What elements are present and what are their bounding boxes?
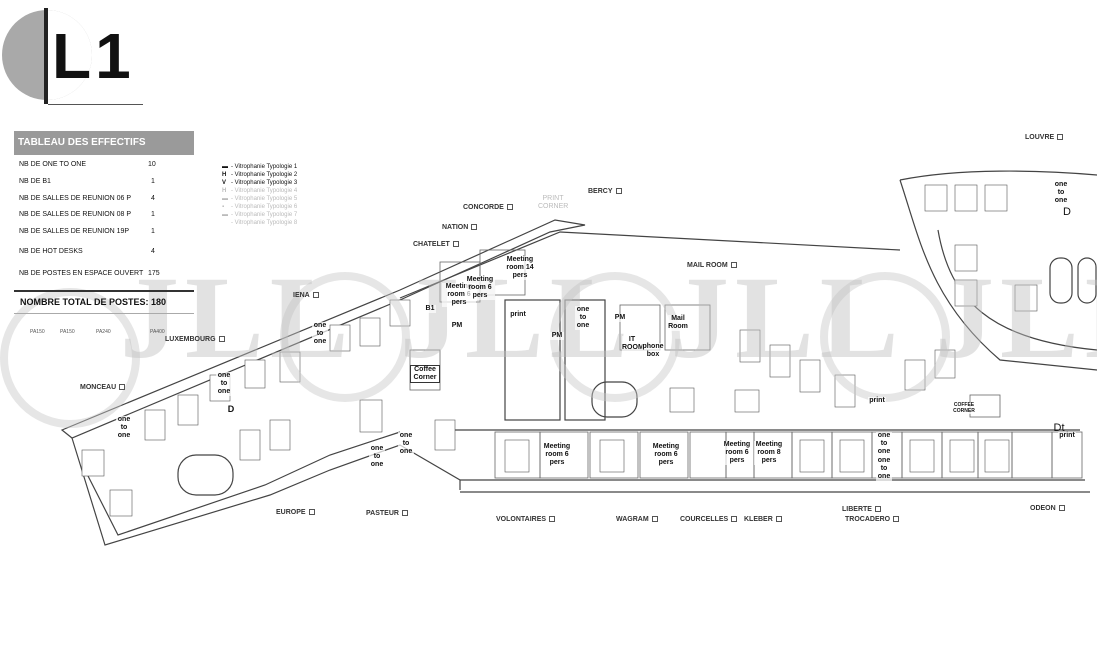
logo-bar bbox=[44, 8, 48, 104]
place-monceau: MONCEAU bbox=[80, 384, 126, 391]
room-d: D bbox=[1063, 206, 1071, 218]
place-chatelet: CHATELET bbox=[413, 241, 459, 248]
room-mail: Mail Room bbox=[668, 315, 688, 331]
section-code: PA150 bbox=[30, 329, 45, 335]
legend-item: H- Vitrophanie Typologie 2 bbox=[222, 172, 298, 178]
place-courcelles: COURCELLES bbox=[680, 516, 738, 523]
watermark-ring-2 bbox=[280, 272, 410, 402]
lift-right-1 bbox=[1049, 257, 1073, 304]
room-pm-2: PM bbox=[550, 332, 564, 340]
place-luxembourg: LUXEMBOURG bbox=[165, 336, 225, 343]
room-print-far-right: print bbox=[1058, 432, 1076, 440]
tableau-row-label: NB DE SALLES DE REUNION 08 P bbox=[19, 211, 132, 218]
room-pm-3: PM bbox=[613, 314, 627, 322]
tableau-row-label: NB DE HOT DESKS bbox=[19, 248, 83, 255]
legend-item: ▬- Vitrophanie Typologie 5 bbox=[222, 196, 298, 202]
section-code: PA400 bbox=[150, 329, 165, 335]
right-wing-inner-curve bbox=[899, 179, 1097, 371]
left-wing-inner-wall bbox=[84, 431, 401, 536]
logo-underline bbox=[48, 104, 143, 105]
place-trocadero: TROCADERO bbox=[845, 516, 900, 523]
tableau-row-value: 4 bbox=[151, 248, 155, 255]
total-posts: NOMBRE TOTAL DE POSTES: 180 bbox=[14, 290, 194, 314]
place-liberte: LIBERTE bbox=[842, 506, 881, 513]
room-one-to-one: one to one bbox=[876, 457, 892, 481]
place-odeon: ODEON bbox=[1030, 505, 1065, 512]
place-iena: IENA bbox=[293, 292, 319, 299]
right-wing-outer-curve bbox=[899, 170, 1097, 181]
legend-item: ▬- Vitrophanie Typologie 1 bbox=[222, 164, 298, 170]
place-volontaires: VOLONTAIRES bbox=[496, 516, 556, 523]
legend-item: V- Vitrophanie Typologie 3 bbox=[222, 180, 298, 186]
legend-item: ▪- Vitrophanie Typologie 6 bbox=[222, 204, 298, 210]
room-it: IT ROOM bbox=[622, 336, 644, 352]
room-meeting-14: Meeting room 14 pers bbox=[503, 256, 537, 280]
room-b1: B1 bbox=[424, 305, 436, 313]
tableau-row-value: 1 bbox=[151, 211, 155, 218]
tableau-row-value: 10 bbox=[148, 161, 156, 168]
room-one-to-one: one to one bbox=[312, 322, 328, 346]
place-concorde: CONCORDE bbox=[463, 204, 513, 211]
place-europe: EUROPE bbox=[276, 509, 315, 516]
place-mail-room: MAIL ROOM bbox=[687, 262, 737, 269]
place-pasteur: PASTEUR bbox=[366, 510, 408, 517]
place-print-corner: PRINT CORNER bbox=[538, 195, 569, 210]
central-spine-top bbox=[399, 231, 901, 299]
place-louvre: LOUVRE bbox=[1025, 134, 1064, 141]
tableau-header: TABLEAU DES EFFECTIFS bbox=[14, 131, 194, 155]
place-wagram: WAGRAM bbox=[616, 516, 658, 523]
room-meeting-wagram: Meeting room 6 pers bbox=[652, 443, 680, 467]
tableau-row-value: 1 bbox=[151, 228, 155, 235]
room-meeting-courcelles: Meeting room 6 pers bbox=[723, 441, 751, 465]
watermark-ring-1 bbox=[0, 288, 140, 428]
floor-level-title: L1 bbox=[52, 20, 135, 92]
tableau-row-label: NB DE POSTES EN ESPACE OUVERT bbox=[19, 270, 144, 277]
room-coffee-corner: Coffee Corner bbox=[410, 365, 440, 383]
legend-item: ▬- Vitrophanie Typologie 7 bbox=[222, 212, 298, 218]
place-bercy: BERCY bbox=[588, 188, 622, 195]
tableau-row-label: NB DE ONE TO ONE bbox=[19, 161, 87, 168]
section-code: PA240 bbox=[96, 329, 111, 335]
legend-item: H- Vitrophanie Typologie 4 bbox=[222, 188, 298, 194]
room-one-to-one: one to one bbox=[1053, 181, 1069, 205]
tableau-row-label: NB DE SALLES DE REUNION 06 P bbox=[19, 195, 132, 202]
room-one-to-one: one to one bbox=[369, 445, 385, 469]
place-kleber: KLEBER bbox=[744, 516, 782, 523]
legend-item: - Vitrophanie Typologie 8 bbox=[231, 220, 298, 226]
room-dt: Dt bbox=[1053, 422, 1065, 434]
tableau-row-value: 4 bbox=[151, 195, 155, 202]
room-one-to-one: one to one bbox=[876, 432, 892, 456]
tableau-row-label: NB DE B1 bbox=[19, 178, 51, 185]
room-coffee-corner-right: COFFEE CORNER bbox=[951, 402, 977, 414]
left-wing-outer-wall bbox=[60, 219, 586, 439]
right-wing-wall bbox=[937, 229, 1097, 351]
room-print-right: print bbox=[868, 397, 886, 405]
stair-oval bbox=[177, 454, 234, 496]
room-one-to-one: one to one bbox=[216, 372, 232, 396]
room-meeting-a: Meeting room 6 pers bbox=[442, 283, 476, 307]
lift-right-2 bbox=[1077, 257, 1097, 304]
room-meeting-kleber: Meeting room 8 pers bbox=[754, 441, 784, 465]
place-nation: NATION bbox=[442, 224, 478, 231]
room-phone-box: phone box bbox=[642, 343, 664, 359]
watermark-text: JLL bbox=[120, 252, 355, 383]
room-d: D bbox=[226, 404, 236, 414]
room-meeting-volontaires: Meeting room 6 pers bbox=[543, 443, 571, 467]
room-one-to-one: one to one bbox=[116, 416, 132, 440]
tableau-row-label: NB DE SALLES DE REUNION 19P bbox=[19, 228, 130, 235]
section-code: PA150 bbox=[60, 329, 75, 335]
room-print: print bbox=[508, 311, 528, 319]
watermark-text-4: JLL bbox=[935, 252, 1097, 383]
room-one-to-one: one to one bbox=[398, 432, 414, 456]
tableau-row-value: 1 bbox=[151, 178, 155, 185]
room-pm-1: PM bbox=[450, 322, 464, 330]
watermark-text-3: JLL bbox=[670, 252, 905, 383]
room-one-to-one: one to one bbox=[575, 306, 591, 330]
tableau-row-value: 175 bbox=[148, 270, 160, 277]
room-meeting-b: Meeting room 6 pers bbox=[465, 276, 495, 300]
